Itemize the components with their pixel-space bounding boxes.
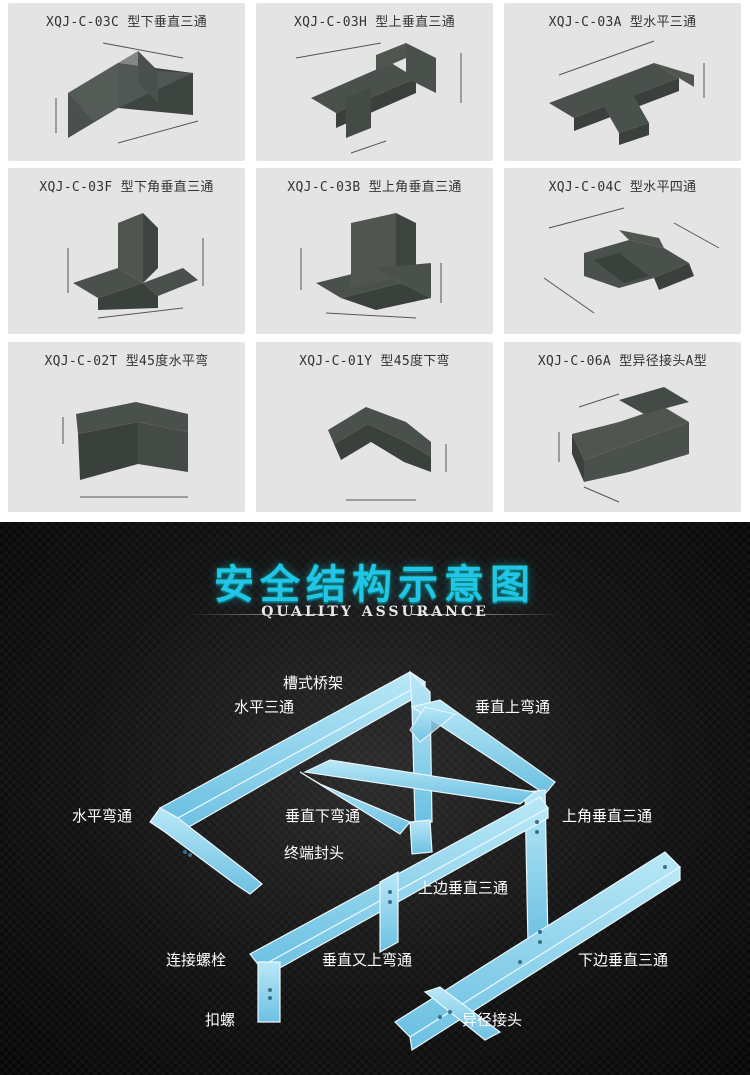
title-rule-left [188, 614, 338, 615]
bend-45-down-drawing [328, 407, 447, 501]
catalog-card-03h: XQJ-C-03H 型上垂直三通 [256, 3, 493, 161]
label-nut: 扣螺 [205, 1011, 236, 1029]
tee-up-drawing [295, 42, 462, 154]
catalog-card-03c: XQJ-C-03C 型下垂直三通 [8, 3, 245, 161]
tee-down-drawing [55, 42, 199, 144]
label-trough-tray: 槽式桥架 [283, 674, 344, 692]
label-connecting-bolt: 连接螺栓 [166, 951, 227, 969]
card-title: XQJ-C-03C 型下垂直三通 [45, 15, 208, 30]
label-lower-side-vertical-tee: 下边垂直三通 [578, 951, 669, 969]
card-title: XQJ-C-01Y 型45度下弯 [299, 354, 450, 369]
structure-diagram: 安全结构示意图 QUALITY ASSURANCE [0, 522, 750, 1075]
card-title: XQJ-C-02T 型45度水平弯 [44, 354, 209, 369]
title-rule-right [412, 614, 562, 615]
catalog-card-03f: XQJ-C-03F 型下角垂直三通 [8, 168, 245, 334]
carbon-background [0, 522, 750, 1075]
tee-horizontal-drawing [549, 40, 705, 145]
catalog-card-03b: XQJ-C-03B 型上角垂直三通 [256, 168, 493, 334]
corner-tee-down-drawing [67, 213, 204, 319]
card-title: XQJ-C-06A 型异径接头A型 [537, 354, 708, 369]
tray-structure-drawing [149, 670, 681, 1051]
label-upper-corner-vertical-tee: 上角垂直三通 [562, 807, 653, 825]
catalog-card-06a: XQJ-C-06A 型异径接头A型 [504, 342, 741, 512]
reducer-joint-drawing [558, 387, 689, 503]
card-title: XQJ-C-04C 型水平四通 [548, 180, 697, 195]
bend-45-horizontal-drawing [62, 402, 188, 498]
label-end-cap: 终端封头 [284, 844, 345, 862]
card-title: XQJ-C-03B 型上角垂直三通 [287, 180, 462, 195]
catalog-card-02t: XQJ-C-02T 型45度水平弯 [8, 342, 245, 512]
label-horizontal-tee: 水平三通 [234, 698, 295, 716]
label-vertical-up-bend: 垂直上弯通 [475, 698, 551, 716]
diagram-title: 安全结构示意图 [214, 562, 536, 608]
catalog-card-04c: XQJ-C-04C 型水平四通 [504, 168, 741, 334]
corner-tee-up-drawing [300, 213, 442, 319]
catalog-card-03a: XQJ-C-03A 型水平三通 [504, 3, 741, 161]
label-upper-side-vertical-tee: 上边垂直三通 [418, 879, 509, 897]
card-title: XQJ-C-03A 型水平三通 [548, 15, 697, 30]
label-reducer-joint: 异径接头 [462, 1011, 523, 1029]
label-horizontal-bend: 水平弯通 [72, 807, 133, 825]
card-title: XQJ-C-03F 型下角垂直三通 [39, 180, 214, 195]
label-vertical-up-down-bend: 垂直又上弯通 [322, 951, 413, 969]
card-title: XQJ-C-03H 型上垂直三通 [293, 15, 456, 30]
label-vertical-down-bend: 垂直下弯通 [285, 807, 361, 825]
product-catalog: XQJ-C-03C 型下垂直三通 XQJ-C-03H 型上垂直三通 XQJ-C-… [0, 0, 750, 522]
cross-horizontal-drawing [543, 207, 720, 314]
catalog-card-01y: XQJ-C-01Y 型45度下弯 [256, 342, 493, 512]
diagram-subtitle: QUALITY ASSURANCE [261, 604, 489, 620]
